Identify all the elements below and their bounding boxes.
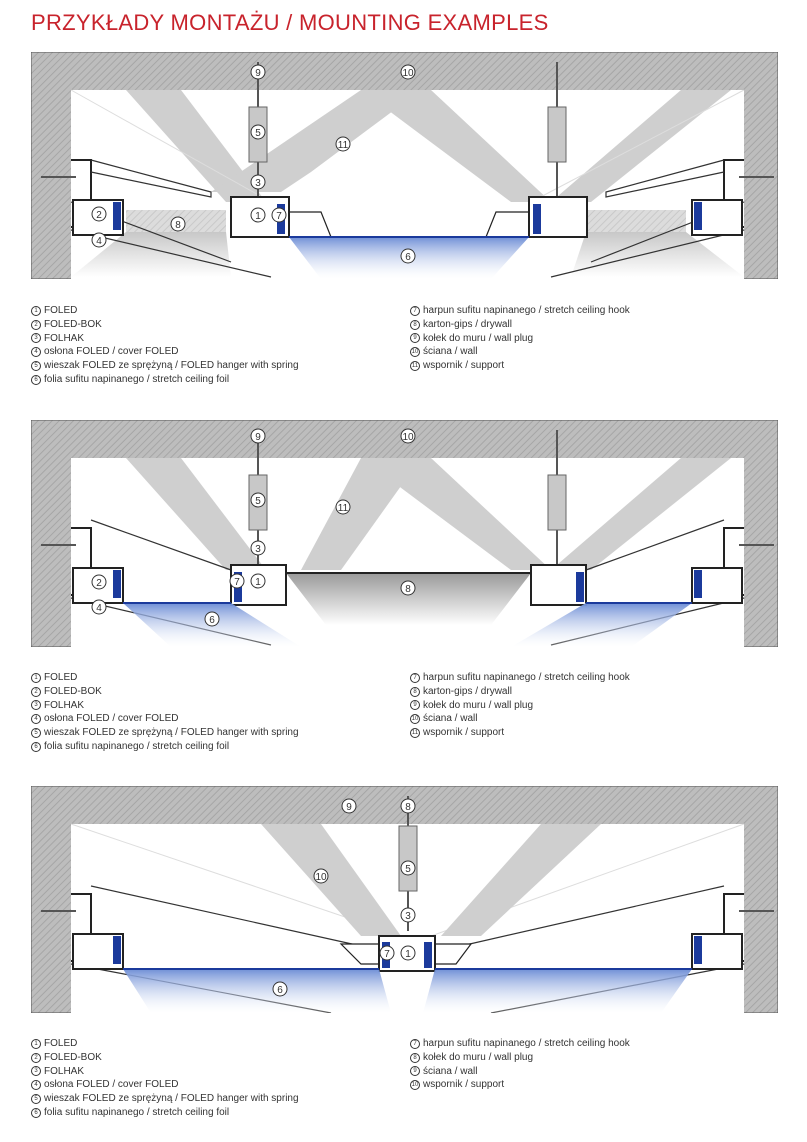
callout-6: 6 (277, 985, 283, 996)
callout-3: 3 (405, 911, 411, 922)
callout-3: 3 (255, 178, 261, 189)
callout-4: 4 (96, 236, 102, 247)
support-beam (441, 824, 601, 936)
support-beam (126, 90, 266, 202)
callout-7: 7 (276, 211, 282, 222)
mounting-diagram-1 (31, 52, 778, 279)
support-beam (211, 90, 421, 192)
support-beam (126, 458, 266, 570)
callout-9: 9 (255, 432, 261, 443)
callout-2: 2 (96, 210, 102, 221)
support-beam (261, 824, 401, 936)
callout-4: 4 (96, 603, 102, 614)
stretch-foil (423, 969, 692, 1013)
callout-5: 5 (405, 864, 411, 875)
support-beam (361, 90, 551, 202)
callout-6: 6 (405, 252, 411, 263)
page-title: PRZYKŁADY MONTAŻU / MOUNTING EXAMPLES (31, 10, 549, 35)
callout-8: 8 (405, 802, 411, 813)
drywall (586, 210, 686, 232)
callout-6: 6 (209, 615, 215, 626)
stretch-foil (511, 603, 692, 647)
support-beam (551, 90, 731, 202)
callout-3: 3 (255, 544, 261, 555)
callout-5: 5 (255, 496, 261, 507)
callout-8: 8 (175, 220, 181, 231)
support-beam (361, 458, 551, 570)
drywall (286, 573, 531, 625)
callout-9: 9 (255, 68, 261, 79)
callout-11: 11 (338, 503, 349, 514)
callout-11: 11 (338, 140, 349, 151)
callout-5: 5 (255, 128, 261, 139)
callout-10: 10 (402, 68, 414, 79)
support-beam (301, 458, 421, 570)
callout-1: 1 (255, 211, 261, 222)
mounting-diagram-3 (31, 786, 778, 1013)
callout-10: 10 (402, 432, 414, 443)
callout-1: 1 (255, 577, 261, 588)
support-beam (551, 458, 731, 570)
callout-2: 2 (96, 578, 102, 589)
callout-9: 9 (346, 802, 352, 813)
callout-7: 7 (384, 949, 390, 960)
callout-1: 1 (405, 949, 411, 960)
callout-10: 10 (315, 872, 327, 883)
callout-8: 8 (405, 584, 411, 595)
callout-7: 7 (234, 577, 240, 588)
stretch-foil (123, 969, 391, 1013)
